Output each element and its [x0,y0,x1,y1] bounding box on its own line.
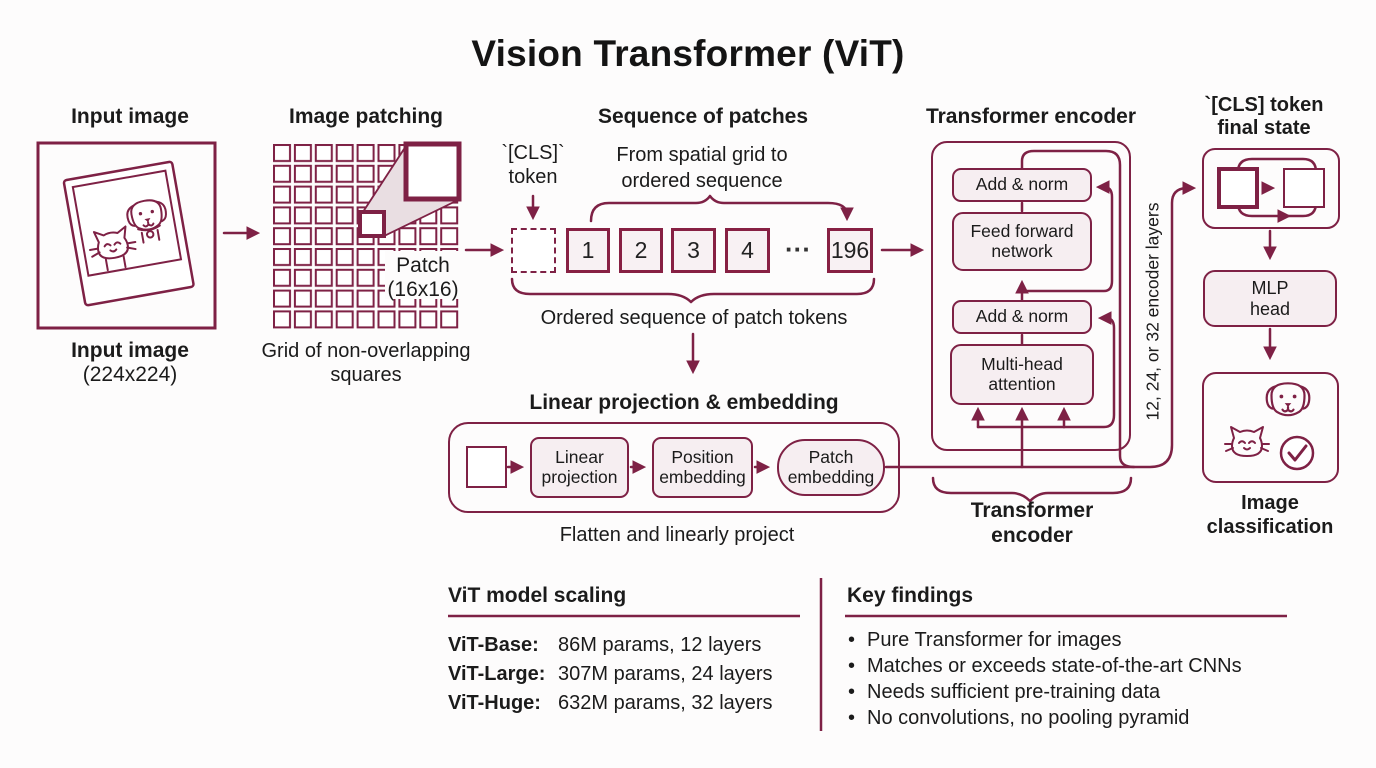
feed-forward-box: Feed forward network [952,212,1092,271]
sequence-caption: Ordered sequence of patch tokens [540,307,848,329]
residual-skip-bottom [1062,311,1116,429]
classification-label-1: Image [1241,492,1299,514]
scaling-rows: ViT-Base: 86M params, 12 layers ViT-Large… [448,631,773,718]
magnified-patch-icon [403,141,462,202]
scaling-name-large: ViT-Large: [448,663,546,685]
encoder-layers-note: 12, 24, or 32 encoder layers [1142,202,1163,421]
check-icon [1279,435,1315,471]
input-caption-size: (224x224) [82,363,178,386]
cls-label-1: `[CLS]` [501,142,565,164]
cls-label-2: token [508,166,558,188]
heading-input-image: Input image [71,105,189,128]
scaling-heading: ViT model scaling [448,584,627,607]
polaroid-icon [62,160,195,307]
linear-projection-box: Linear projection [530,437,629,498]
scaling-name-huge: ViT-Huge: [448,692,541,714]
cls-state-square [1283,168,1325,208]
patch-token-3: 3 [671,228,716,273]
heading-image-patching: Image patching [288,105,444,128]
scaling-value-huge: 632M params, 32 layers [558,692,773,714]
patch-token-4: 4 [725,228,770,273]
patch-token-196: 196 [827,228,873,273]
heading-sequence-of-patches: Sequence of patches [597,105,809,128]
scaling-row-huge: ViT-Huge: 632M params, 32 layers [448,689,773,718]
encoder-container [931,141,1131,451]
heading-transformer-encoder: Transformer encoder [925,105,1137,128]
heading-cls-final-state-2: final state [1217,117,1311,139]
finding-item: Needs sufficient pre-training data [848,679,1242,705]
mlp-head-box: MLP head [1203,270,1337,327]
mlp-label-1: MLP [1251,278,1289,299]
add-norm-top-box: Add & norm [952,168,1092,202]
patch-token-1: 1 [566,228,610,273]
patch-label-1: Patch [396,254,450,277]
dog-icon [126,199,167,244]
finding-item: Pure Transformer for images [848,627,1242,653]
cat-class-icon [1224,426,1270,457]
scaling-value-base: 86M params, 12 layers [558,634,762,656]
findings-heading: Key findings [847,584,974,607]
findings-list: Pure Transformer for images Matches or e… [848,627,1242,731]
sequence-annotation-2: ordered sequence [621,170,783,192]
scaling-row-large: ViT-Large: 307M params, 24 layers [448,660,773,689]
underbrace-encoder [931,476,1133,503]
token-ellipsis: ··· [785,234,811,264]
cls-state-square-bold [1217,167,1259,209]
input-caption-bold: Input image [71,339,189,362]
mlp-label-2: head [1249,298,1291,319]
patch-label-bg [385,251,462,299]
cat-icon [89,225,137,272]
patch-highlight-icon [358,210,386,238]
projection-heading: Linear projection & embedding [529,391,839,414]
finding-item: Matches or exceeds state-of-the-art CNNs [848,653,1242,679]
classification-container [1202,372,1339,483]
cls-token-box [511,228,556,273]
input-image-frame [36,141,217,330]
patch-token-2: 2 [619,228,663,273]
finding-item: No convolutions, no pooling pyramid [848,705,1242,731]
scaling-name-base: ViT-Base: [448,634,539,656]
encoder-label-2: encoder [991,524,1073,547]
sequence-annotation-1: From spatial grid to [616,144,788,166]
grid-caption-1: Grid of non-overlapping [261,340,471,362]
patch-embedding-pill: Patch embedding [777,439,885,496]
position-embedding-box: Position embedding [652,437,753,498]
overbrace-spatial-to-sequence [589,194,854,223]
add-norm-bottom-box: Add & norm [952,300,1092,334]
scaling-row-base: ViT-Base: 86M params, 12 layers [448,631,773,660]
cls-final-state-container [1202,148,1340,229]
grid-caption-2: squares [330,364,402,386]
connector-embedding-to-head [884,181,1197,469]
encoder-label-1: Transformer [970,499,1094,522]
flattened-patch-square [466,446,507,488]
projection-caption: Flatten and linearly project [559,524,795,546]
classification-label-2: classification [1206,516,1334,538]
multi-head-attention-box: Multi-head attention [950,344,1094,405]
residual-skip-top [1020,180,1114,293]
page-title: Vision Transformer (ViT) [471,33,905,74]
scaling-value-large: 307M params, 24 layers [558,663,773,685]
heading-cls-final-state-1: `[CLS] token [1204,94,1324,116]
projection-container [448,422,900,513]
dog-class-icon [1265,382,1311,417]
underbrace-patch-tokens [510,277,876,304]
patch-label-2: (16x16) [387,278,459,301]
